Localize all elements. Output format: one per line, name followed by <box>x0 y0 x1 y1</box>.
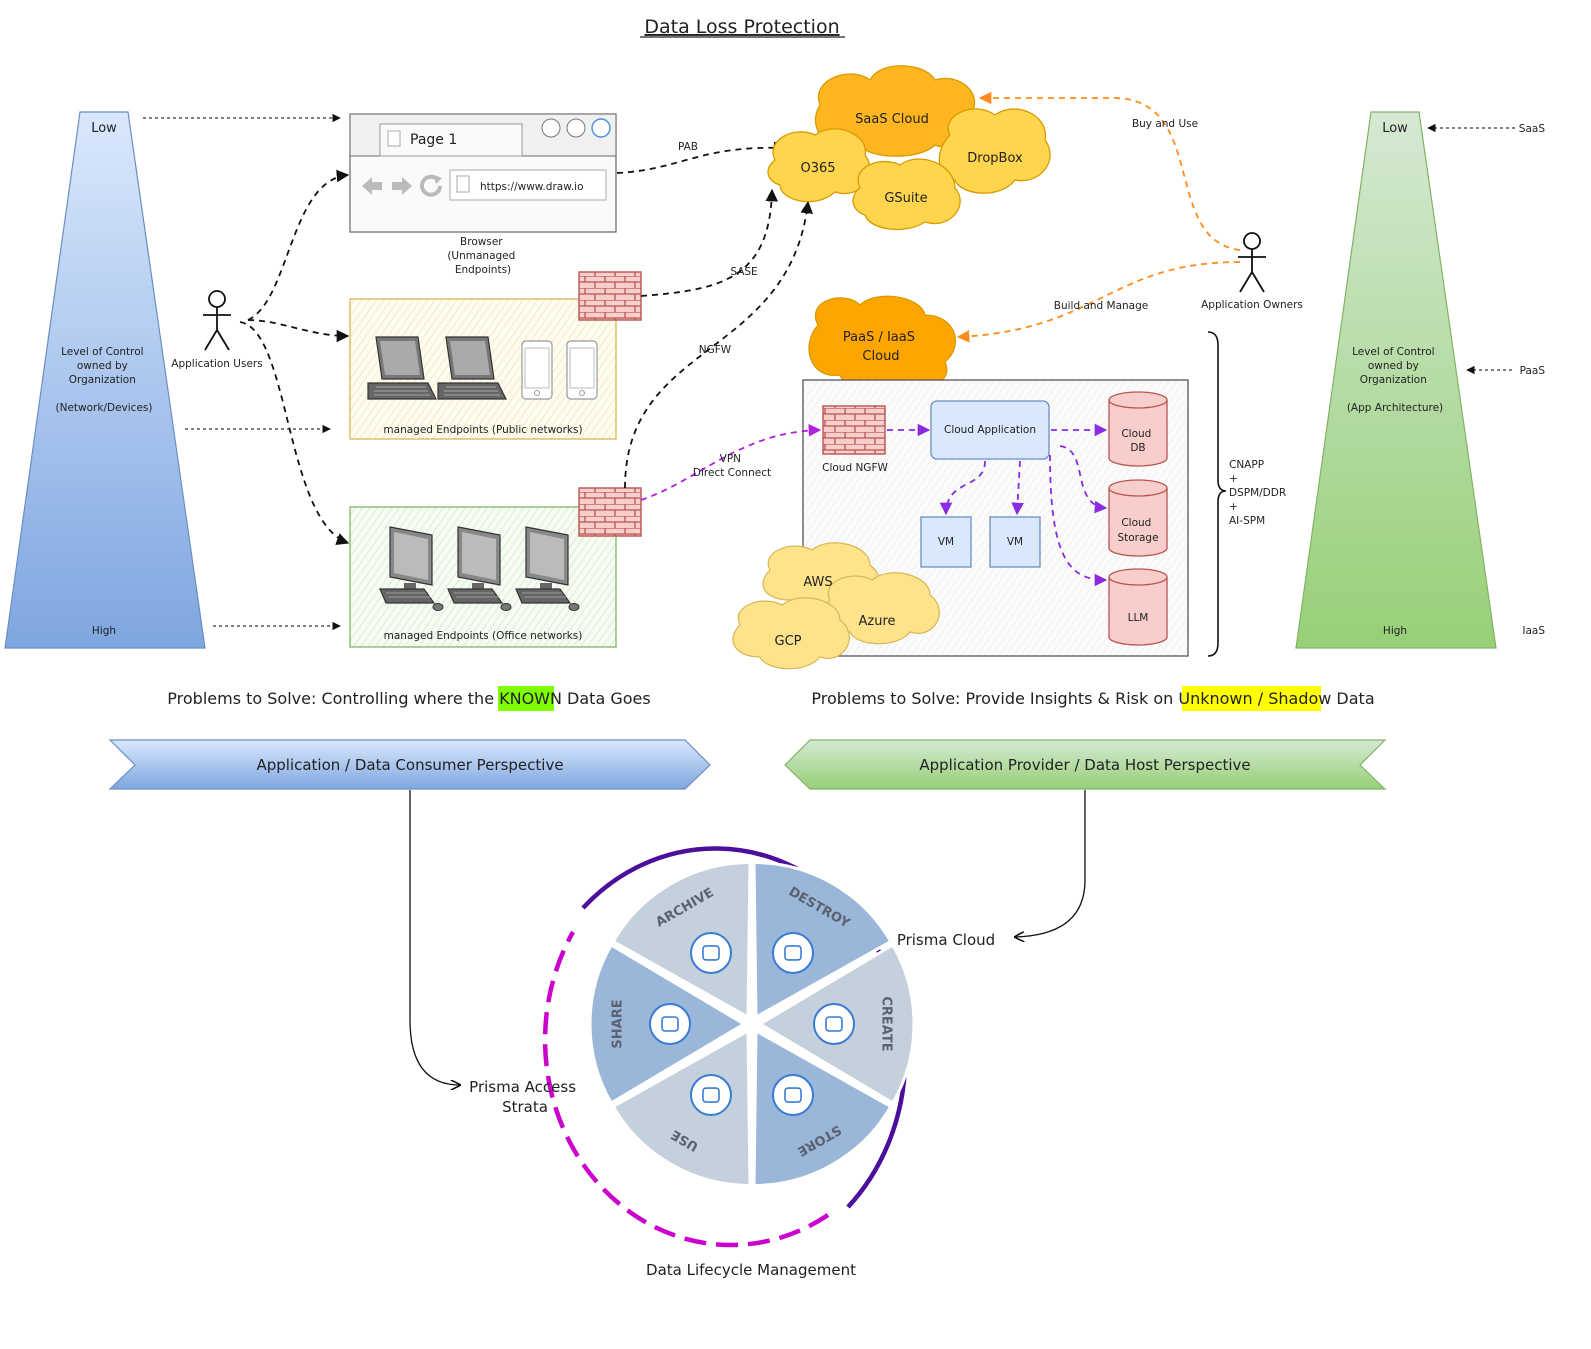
archive-icon-glyph <box>702 945 720 961</box>
vm-label: VM <box>1007 536 1023 548</box>
cloud-application-label: Cloud Application <box>944 424 1036 436</box>
lifecycle-label-create: CREATE <box>879 996 894 1051</box>
share-icon <box>649 1003 691 1045</box>
browser-url-bar[interactable] <box>449 169 607 201</box>
firewall-icon <box>578 487 642 537</box>
sase-label: SASE <box>730 266 757 278</box>
public-endpoints-label: managed Endpoints (Public networks) <box>383 424 582 436</box>
create-icon <box>813 1003 855 1045</box>
application-users-actor <box>203 290 231 351</box>
provider-perspective-banner: Application Provider / Data Host Perspec… <box>784 739 1387 790</box>
right-pyramid-high: High <box>1383 625 1407 637</box>
public-endpoints-box: managed Endpoints (Public networks) <box>349 298 617 440</box>
paas-iaas-label: PaaS / IaaS Cloud <box>843 330 919 364</box>
cloud-application-box <box>930 400 1050 460</box>
destroy-icon-glyph <box>784 945 802 961</box>
store-icon <box>772 1074 814 1117</box>
lifecycle-segment-store <box>752 1028 893 1187</box>
buy-use-label: Buy and Use <box>1132 118 1198 130</box>
o365-label: O365 <box>800 161 835 176</box>
archive-icon <box>690 931 732 974</box>
left-pyramid-high: High <box>92 625 116 637</box>
forward-arrow-icon[interactable] <box>392 177 412 195</box>
application-owners-label: Application Owners <box>1201 299 1303 311</box>
browser-minimize-button[interactable] <box>541 118 561 138</box>
share-icon-glyph <box>661 1016 679 1032</box>
left-control-pyramid: Low High Level of Control owned by Organ… <box>4 111 206 649</box>
create-icon-glyph <box>825 1016 843 1032</box>
svg-text:Application Provider / Data Ho: Application Provider / Data Host Perspec… <box>919 756 1250 774</box>
saas-cloud-cluster <box>767 65 1051 231</box>
use-icon <box>690 1074 732 1117</box>
prisma-access-label: Prisma Access Strata <box>469 1078 581 1116</box>
llm-label: LLM <box>1128 612 1149 624</box>
cloud-db-cylinder <box>1108 391 1168 467</box>
prisma-cloud-label: Prisma Cloud <box>897 931 995 949</box>
aws-label: AWS <box>803 575 832 590</box>
vm-box <box>920 516 972 568</box>
llm-cylinder <box>1108 568 1168 646</box>
dropbox-label: DropBox <box>967 151 1023 166</box>
reload-icon[interactable] <box>420 174 442 197</box>
left-pyramid-text: Level of Control owned by Organization (… <box>56 346 153 414</box>
vm-box <box>989 516 1041 568</box>
page-title: Data Loss Protection <box>644 16 839 38</box>
application-users-label: Application Users <box>171 358 262 370</box>
paas-iaas-cloud <box>808 295 956 390</box>
cloud-storage-label: Cloud Storage <box>1117 517 1158 544</box>
application-owners-actor <box>1238 232 1266 293</box>
public-cloud-cluster <box>732 542 940 670</box>
lifecycle-caption: Data Lifecycle Management <box>646 1261 856 1279</box>
saas-cloud-label: SaaS Cloud <box>855 112 929 127</box>
cloud-ngfw-icon <box>822 405 886 455</box>
lifecycle-segment-use <box>611 1028 752 1187</box>
right-problem-statement: Problems to Solve: Provide Insights & Ri… <box>811 689 1374 708</box>
back-arrow-icon[interactable] <box>362 177 382 195</box>
build-manage-label: Build and Manage <box>1054 300 1149 312</box>
vm-label: VM <box>938 536 954 548</box>
browser-url-text: https://www.draw.io <box>480 181 584 193</box>
azure-label: Azure <box>858 614 895 629</box>
browser-window: Page 1 https://www.draw.io <box>349 113 617 233</box>
gcp-label: GCP <box>775 634 802 649</box>
left-problem-statement: Problems to Solve: Controlling where the… <box>167 689 650 708</box>
lifecycle-label-share: SHARE <box>611 999 626 1048</box>
right-pyramid-low: Low <box>1382 121 1408 136</box>
gsuite-label: GSuite <box>884 191 927 206</box>
right-pyramid-text: Level of Control owned by Organization (… <box>1347 346 1443 414</box>
firewall-icon <box>578 271 642 321</box>
cnapp-bracket <box>1207 331 1227 657</box>
cloud-db-label: Cloud DB <box>1121 428 1154 454</box>
lifecycle-segment-destroy <box>752 861 893 1020</box>
svg-text:Application / Data Consumer Pe: Application / Data Consumer Perspective <box>256 756 563 774</box>
pab-label: PAB <box>678 141 698 153</box>
office-endpoints-box: managed Endpoints (Office networks) <box>349 506 617 648</box>
browser-caption: Browser (Unmanaged Endpoints) <box>447 236 518 276</box>
browser-close-button[interactable] <box>591 118 611 138</box>
ngfw-label: NGFW <box>699 344 732 356</box>
iaas-marker: IaaS <box>1522 625 1545 637</box>
cloud-storage-cylinder <box>1108 479 1168 557</box>
cnapp-label: CNAPP + DSPM/DDR + AI-SPM <box>1229 459 1290 527</box>
vpn-label: VPN Direct Connect <box>693 453 771 479</box>
saas-marker: SaaS <box>1519 123 1546 135</box>
known-highlight <box>498 686 554 711</box>
prisma-access-arc <box>542 930 830 1248</box>
left-pyramid-low: Low <box>91 121 117 136</box>
destroy-icon <box>772 931 814 974</box>
browser-tab[interactable] <box>379 123 523 157</box>
consumer-perspective-banner: Application / Data Consumer Perspective <box>108 739 711 790</box>
office-endpoints-label: managed Endpoints (Office networks) <box>384 630 583 642</box>
cloud-ngfw-label: Cloud NGFW <box>822 462 888 474</box>
browser-tab-label: Page 1 <box>410 132 457 148</box>
lifecycle-segment-archive <box>611 861 752 1020</box>
shadow-highlight <box>1182 686 1321 711</box>
right-control-pyramid: Low High Level of Control owned by Organ… <box>1295 111 1497 649</box>
use-icon-glyph <box>702 1087 720 1103</box>
paas-marker: PaaS <box>1520 365 1546 377</box>
browser-maximize-button[interactable] <box>566 118 586 138</box>
store-icon-glyph <box>784 1087 802 1103</box>
